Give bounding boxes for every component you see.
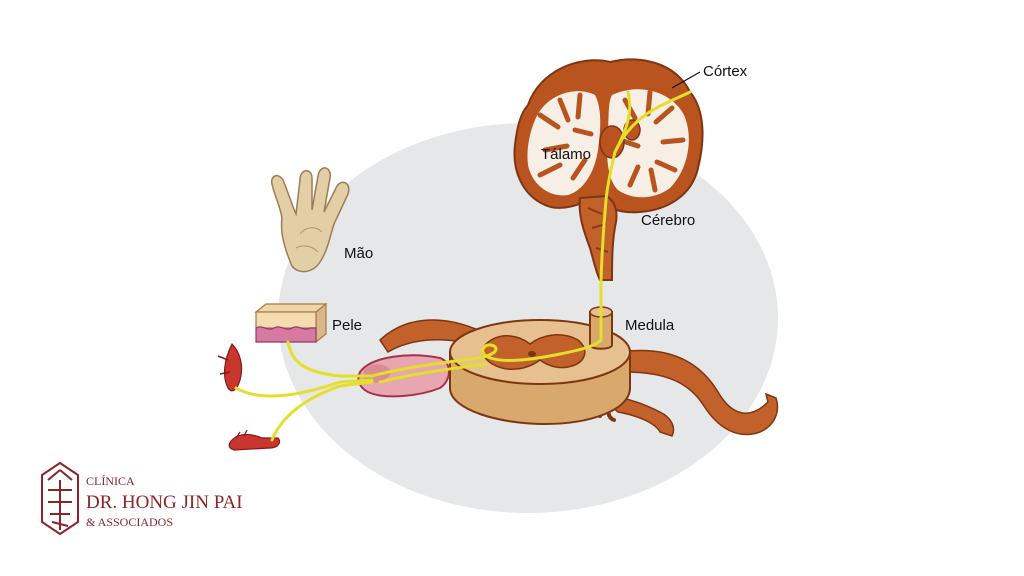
sensory-pathway-lines [234,90,692,442]
label-medula: Medula [625,317,675,334]
clinic-logo: CLÍNICA DR. HONG JIN PAI & ASSOCIADOS [41,461,243,536]
logo-line-clinica: CLÍNICA [86,474,135,488]
hand-illustration [270,167,350,273]
label-cerebro: Cérebro [641,212,695,229]
logo-emblem-icon [41,461,79,536]
label-talamo: Tálamo [541,146,591,163]
brain-illustration [513,58,704,281]
label-mao: Mão [344,245,373,262]
muscle-illustration [217,342,243,392]
label-pele: Pele [332,317,362,334]
logo-line-associados: & ASSOCIADOS [86,515,173,529]
end-organ-illustration [228,429,281,451]
label-cortex: Córtex [703,63,748,80]
cortex-leader-line [671,71,701,89]
skin-block-illustration [254,302,328,344]
logo-line-name: DR. HONG JIN PAI [86,492,243,513]
